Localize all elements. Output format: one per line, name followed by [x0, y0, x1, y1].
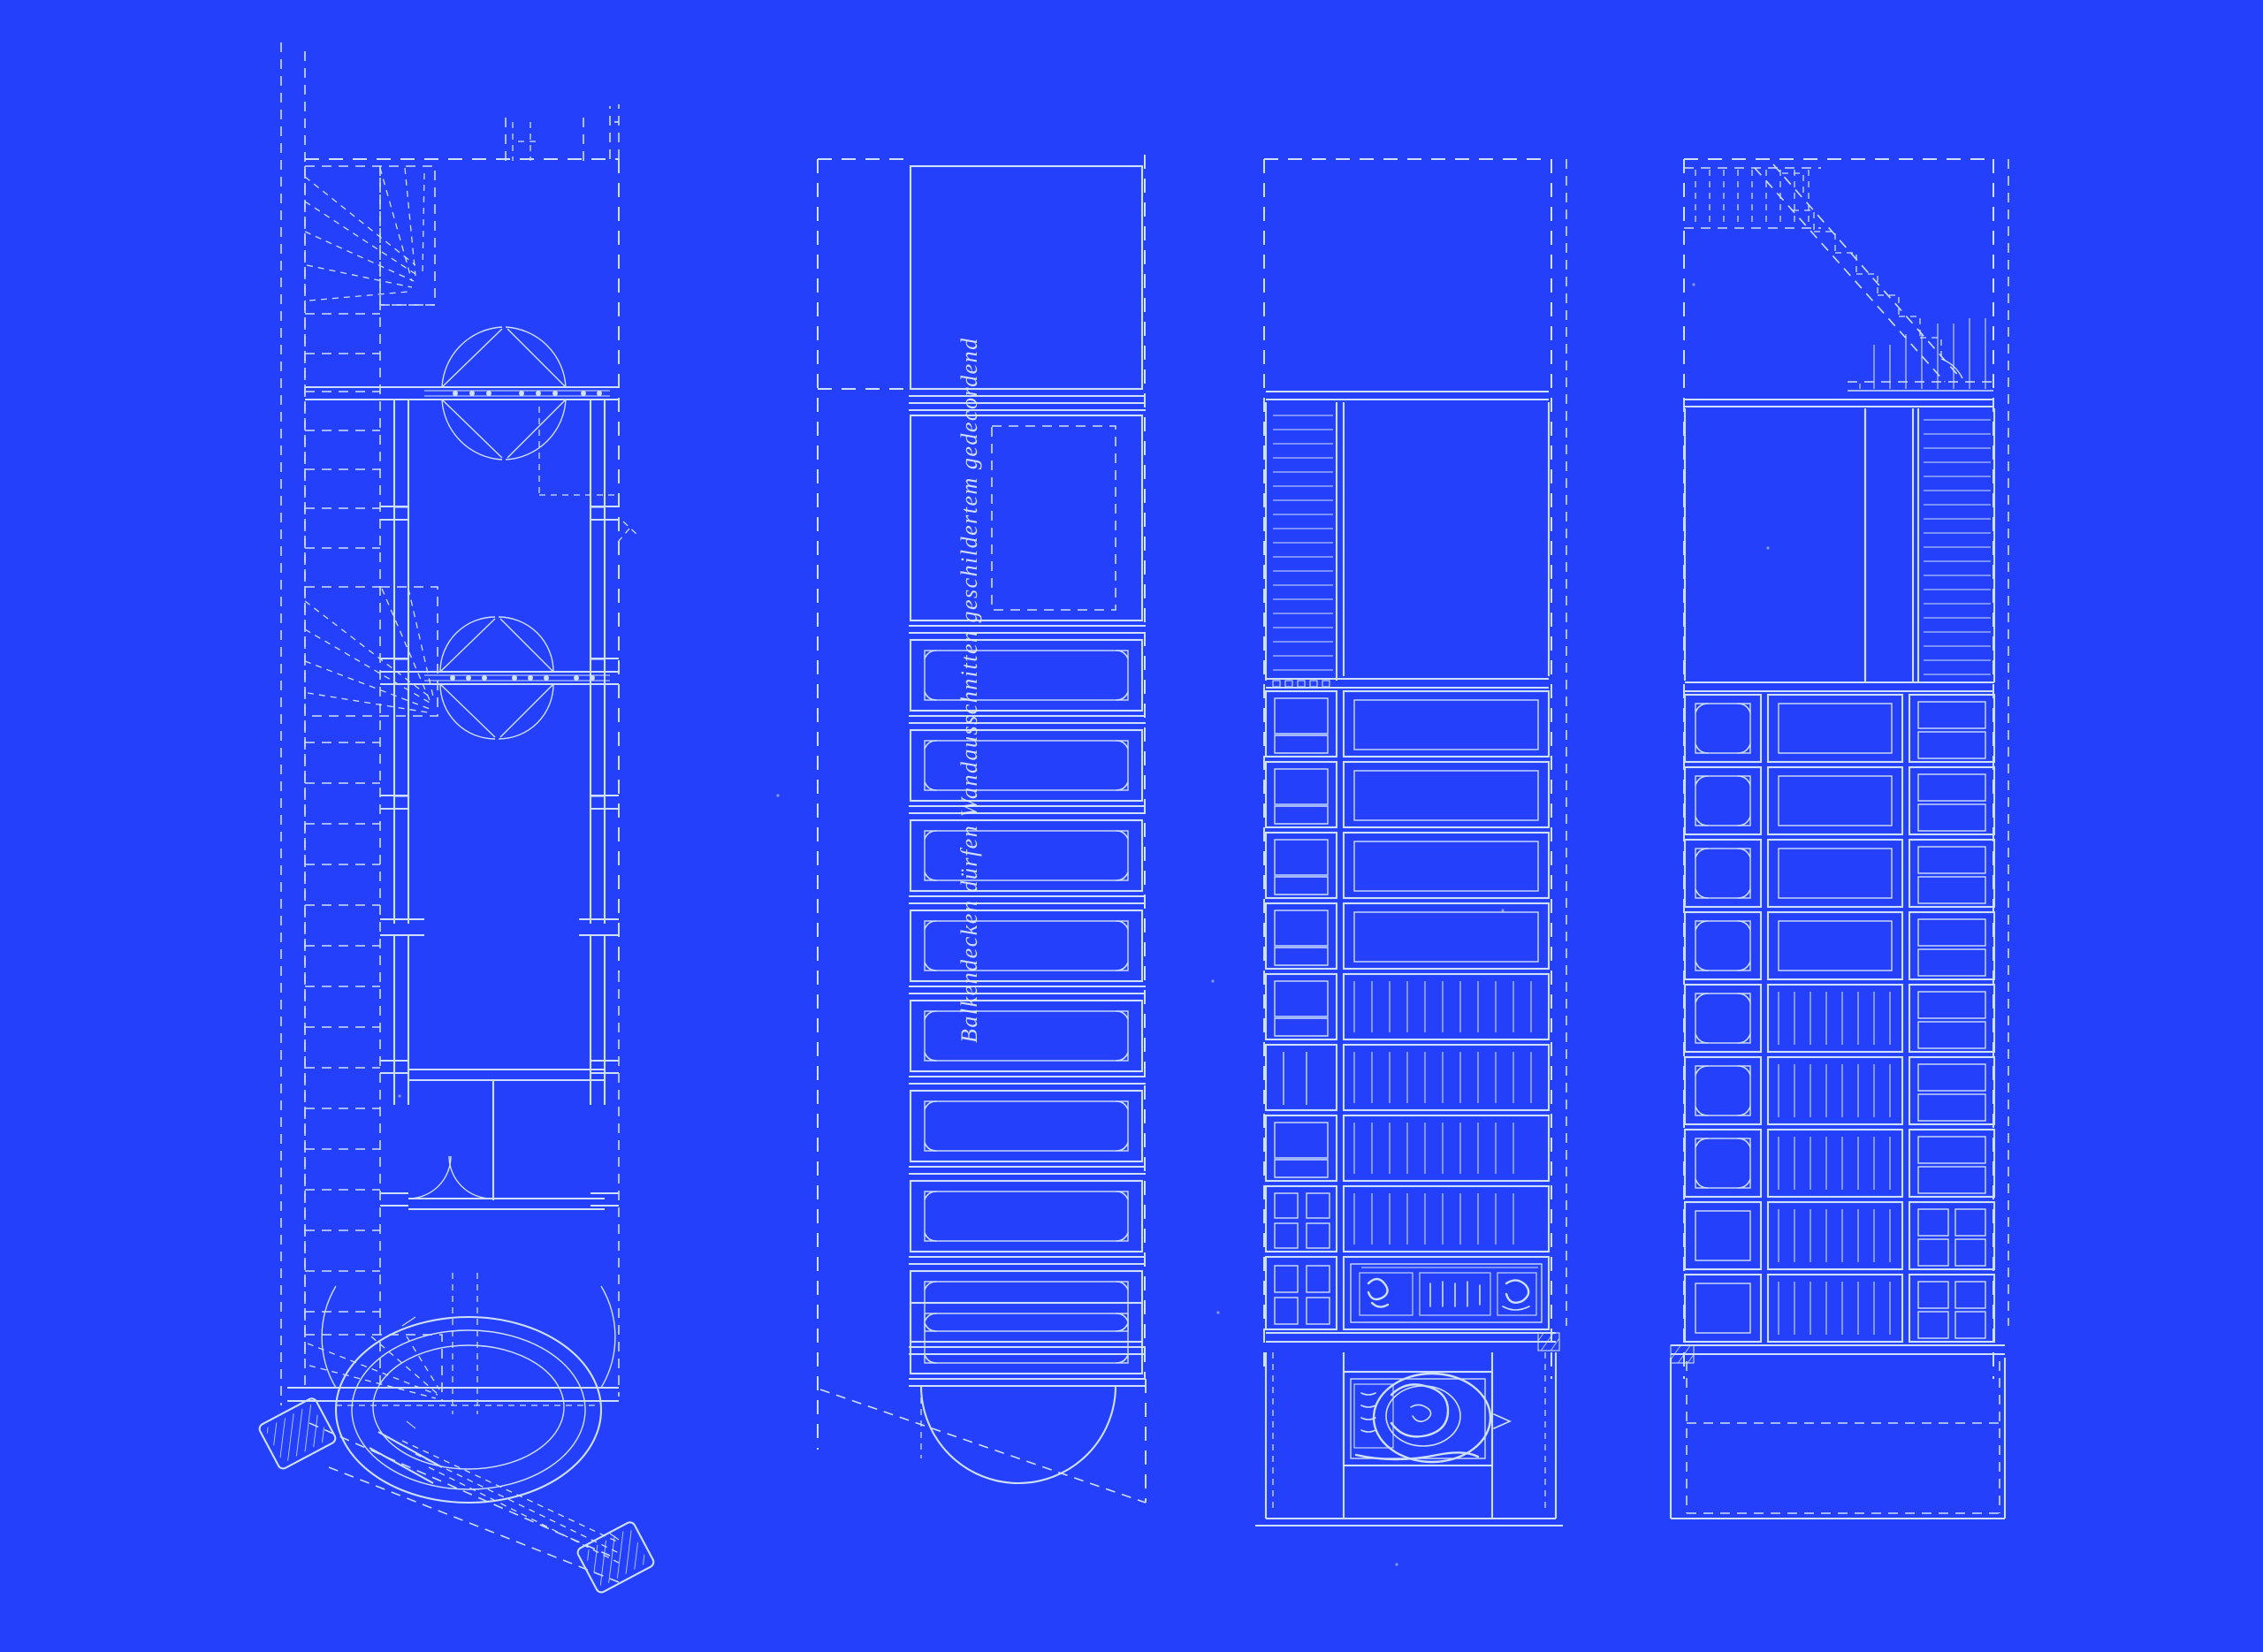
- panel-band: [1683, 983, 1996, 1054]
- lower-room: [380, 935, 619, 1211]
- plinth-with-medallion: [1255, 1331, 1563, 1527]
- panel-band: [1264, 902, 1551, 971]
- door-swing-middle-pair: [439, 616, 554, 740]
- stair-winders-lower: [305, 1334, 443, 1401]
- panel-grid: [1683, 693, 1996, 1344]
- panel-band: [1683, 765, 1996, 836]
- pilasters-right: [579, 505, 619, 937]
- panel-band: [1683, 838, 1996, 909]
- partition-wall-middle: [380, 616, 619, 740]
- slat-column-left: [1264, 402, 1338, 681]
- panel-band: [1264, 831, 1551, 900]
- panel-row: [909, 1301, 1146, 1388]
- panel-band: [1264, 1184, 1551, 1253]
- panel-row: [909, 818, 1146, 905]
- panel-band: [1683, 693, 1996, 764]
- panel-band: [1264, 760, 1551, 829]
- partition-wall-upper: [305, 326, 619, 496]
- slat-column-right: [1863, 408, 1996, 682]
- ornament-cartouche-upper: [1342, 1255, 1551, 1331]
- panel-row: [909, 638, 1146, 725]
- oval-bay-window: [258, 1273, 655, 1594]
- stair-diagonal: [1754, 164, 1963, 383]
- panel-band-ornamented: [1264, 1255, 1551, 1331]
- panel-band: [1264, 1043, 1551, 1112]
- balusters-stair-run: [1848, 318, 1993, 392]
- handwritten-note: Balkendecken dürfen Wandausschnitten ges…: [956, 337, 983, 1043]
- panel-stack: [909, 638, 1146, 1388]
- balusters-upper-landing: [1684, 167, 1821, 229]
- ornament-medallion: [1342, 1370, 1512, 1467]
- panel-row: [909, 1089, 1146, 1176]
- diagonal-construction-line: [819, 1389, 1147, 1504]
- drawing-2-wall-elevation: [817, 155, 1147, 1504]
- dentil-band: [1266, 677, 1549, 689]
- plinth: [1669, 1344, 2007, 1520]
- panel-band: [1683, 1055, 1996, 1126]
- panel-grid: [1264, 689, 1551, 1331]
- stair-run-lower: [305, 742, 380, 1313]
- stair-run-upper: [305, 313, 380, 588]
- panel-row: [909, 999, 1146, 1085]
- panel-band: [1683, 1128, 1996, 1199]
- panel-band: [1683, 910, 1996, 981]
- panel-band: [1683, 1273, 1996, 1344]
- drawing-1-floor-plan: [258, 42, 655, 1594]
- stair-winders-middle: [304, 586, 438, 717]
- door-swing-upper-pair: [441, 326, 567, 461]
- handwritten-note-text: Balkendecken dürfen Wandausschnitten ges…: [956, 337, 982, 1043]
- panel-band: [1264, 1114, 1551, 1183]
- panel-row: [909, 1179, 1146, 1266]
- panel-band: [1683, 1200, 1996, 1271]
- print-speckles: [398, 283, 1770, 1566]
- drawing-3-wall-section: [1255, 158, 1567, 1527]
- panel-band: [1264, 972, 1551, 1041]
- drawing-4-wall-elevation-stair: [1669, 158, 2009, 1520]
- panel-row: [909, 728, 1146, 815]
- panel-row: [909, 909, 1146, 995]
- stair-winders-upper: [304, 165, 436, 306]
- main-room: [380, 400, 619, 937]
- panel-row: [909, 1269, 1146, 1356]
- panel-band: [1264, 689, 1551, 758]
- base-arc: [919, 1385, 1117, 1485]
- pilasters-left: [380, 505, 424, 937]
